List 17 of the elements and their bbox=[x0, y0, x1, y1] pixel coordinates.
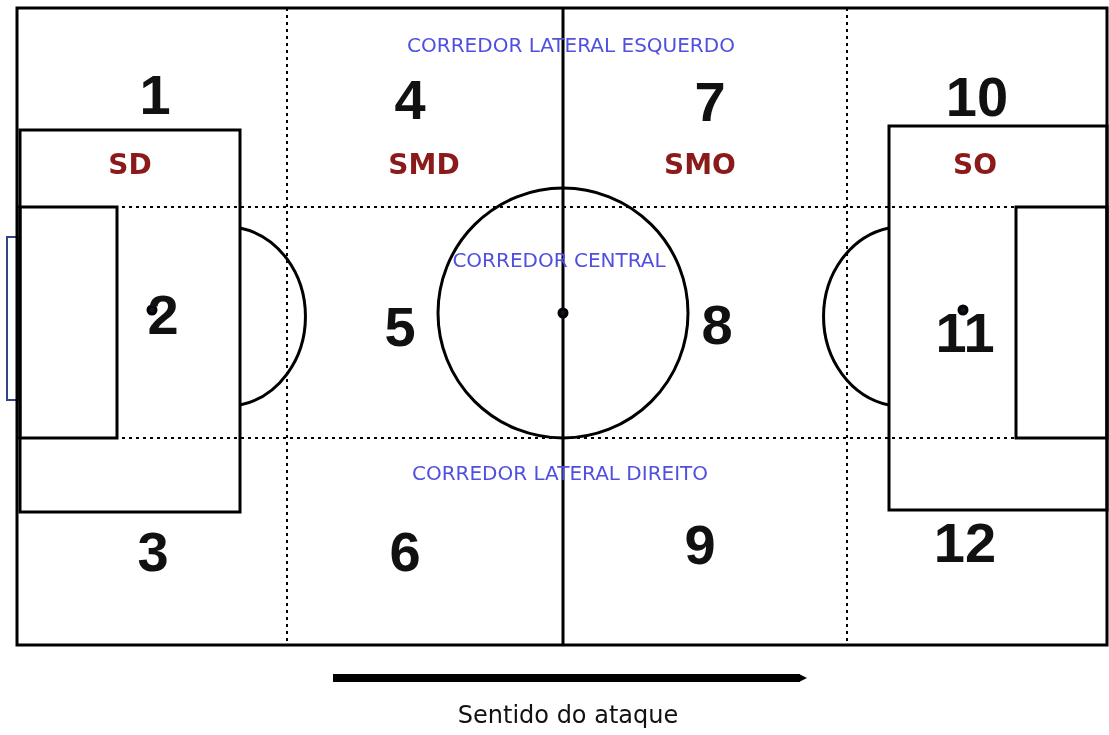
zone-number: 12 bbox=[933, 515, 997, 571]
zone-number: 6 bbox=[389, 524, 421, 580]
zone-number: 7 bbox=[694, 74, 726, 130]
direction-caption: Sentido do ataque bbox=[457, 703, 679, 727]
zone-number: 9 bbox=[684, 517, 716, 573]
zone-number: 11 bbox=[935, 305, 995, 361]
zone-number: 2 bbox=[147, 287, 179, 343]
sector-label: SMD bbox=[388, 151, 460, 179]
sector-label: SMO bbox=[664, 151, 736, 179]
zone-number: 1 bbox=[139, 67, 171, 123]
zone-number: 5 bbox=[384, 299, 416, 355]
sector-label: SD bbox=[108, 151, 152, 179]
sector-label: SO bbox=[953, 151, 997, 179]
zone-number: 3 bbox=[137, 524, 169, 580]
zone-number: 8 bbox=[701, 297, 733, 353]
zone-number: 10 bbox=[945, 69, 1009, 125]
zone-number: 4 bbox=[394, 72, 426, 128]
